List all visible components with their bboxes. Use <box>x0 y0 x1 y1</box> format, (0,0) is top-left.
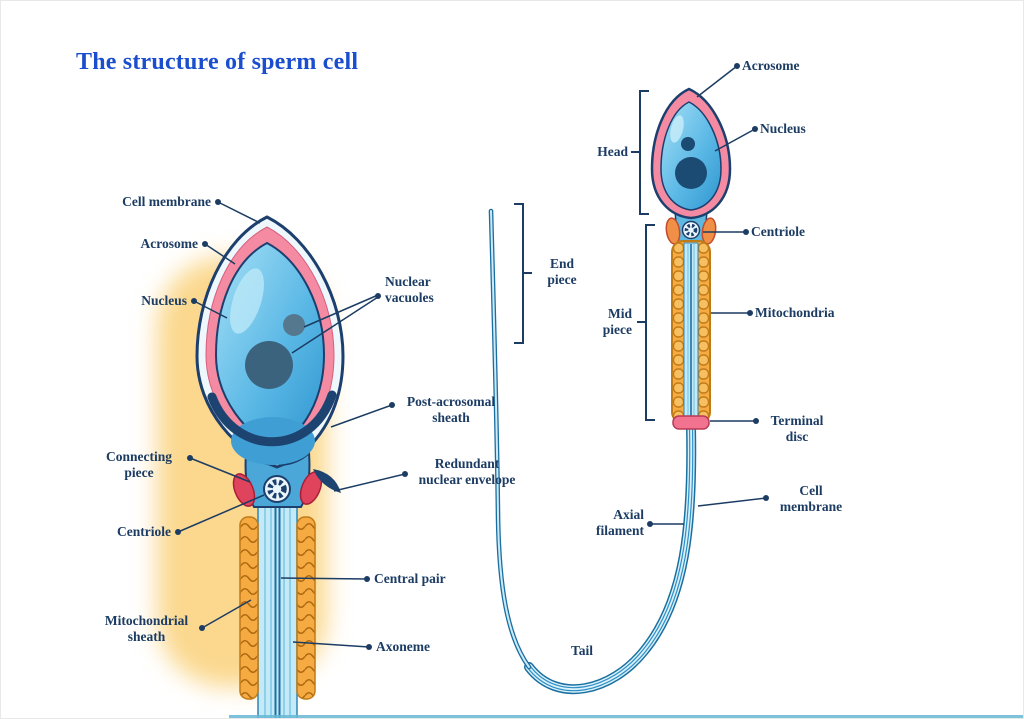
post-acrosomal-sheath-band <box>207 390 337 447</box>
leader-dots <box>175 63 769 650</box>
centriole <box>263 475 291 503</box>
leader-lines <box>177 65 767 648</box>
label-connecting-piece: Connecting piece <box>105 449 172 480</box>
end-piece-bracket <box>514 203 524 344</box>
page-title: The structure of sperm cell <box>76 49 359 75</box>
label-nuclear-vacuoles: Nuclear vacuoles <box>385 274 434 305</box>
label-tail: Tail <box>571 643 594 658</box>
label-cell-membrane: Cell membrane <box>122 194 211 209</box>
bottom-accent-line <box>229 715 1023 718</box>
right-figure-full-sperm <box>488 87 732 695</box>
label-post-acrosomal-sheath: Post-acrosomal sheath <box>406 394 496 425</box>
nucleus-dot-large <box>675 157 707 189</box>
label-cell-membrane-right: Cell membrane <box>779 483 843 514</box>
label-nucleus-left: Nucleus <box>141 293 187 308</box>
label-central-pair: Central pair <box>374 571 446 586</box>
label-mitochondria: Mitochondria <box>755 305 835 320</box>
nucleus-dot-small <box>681 137 695 151</box>
mitochondrial-sheath <box>239 516 316 700</box>
label-mid-piece: Mid piece <box>602 306 632 337</box>
region-brackets <box>514 90 655 421</box>
terminal-disc <box>672 415 710 430</box>
centriole-small <box>681 220 701 240</box>
mid-piece-bracket <box>645 224 655 421</box>
label-centriole-left: Centriole <box>117 524 171 539</box>
label-terminal-disc: Terminal disc <box>770 413 824 444</box>
redundant-nuclear-envelope <box>313 469 341 493</box>
head-bracket <box>639 90 649 215</box>
label-redundant-nuclear-envelope: Redundant nuclear envelope <box>418 456 516 487</box>
tail <box>488 208 697 695</box>
mid-piece <box>671 240 711 424</box>
label-head: Head <box>597 144 628 159</box>
label-axoneme: Axoneme <box>376 639 430 654</box>
label-mitochondrial-sheath: Mitochondrial sheath <box>104 613 189 644</box>
nuclear-vacuole-large <box>245 341 293 389</box>
label-nucleus-right: Nucleus <box>760 121 806 136</box>
label-acrosome-right: Acrosome <box>742 58 800 73</box>
label-axial-filament: Axial filament <box>596 507 644 538</box>
nuclear-vacuole-small <box>283 314 305 336</box>
head-highlight-small <box>670 115 684 143</box>
left-figure-head-detail <box>157 215 345 718</box>
head-highlight <box>230 268 264 334</box>
label-end-piece: End piece <box>547 256 577 287</box>
label-centriole-right: Centriole <box>751 224 805 239</box>
label-acrosome-left: Acrosome <box>140 236 198 251</box>
axoneme-tube <box>257 500 298 718</box>
